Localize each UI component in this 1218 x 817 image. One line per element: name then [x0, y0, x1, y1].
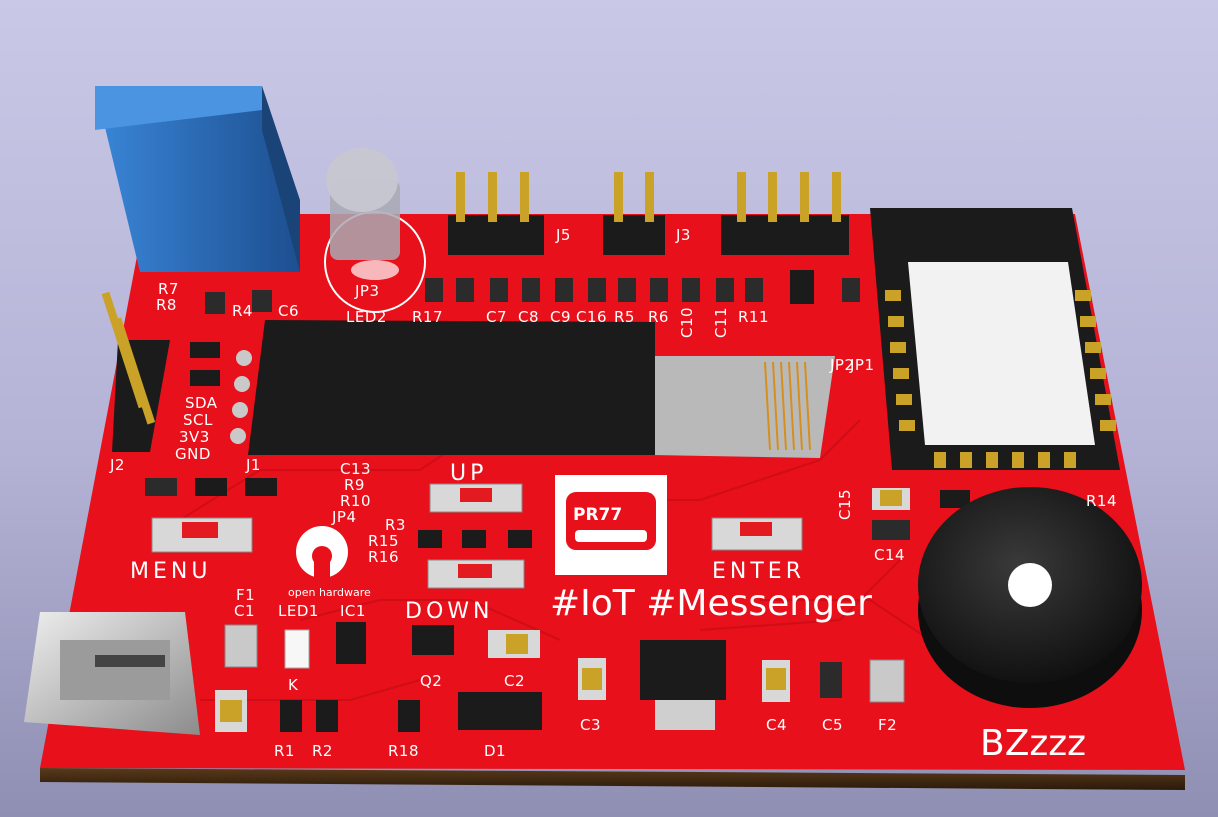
silk-enter: ENTER [712, 559, 805, 584]
refdes-jp1: JP1 [849, 356, 875, 374]
refdes-jp3: JP3 [354, 282, 380, 300]
i2c-scl: SCL [183, 411, 213, 429]
refdes-f1: F1 [236, 586, 255, 604]
refdes-r11: R11 [738, 308, 769, 326]
pr77-logo-text: PR77 [573, 505, 622, 525]
hashtag-label: #IoT #Messenger [550, 583, 872, 624]
refdes-c3: C3 [580, 716, 601, 734]
pr77-logo [555, 475, 667, 575]
refdes-c10: C10 [678, 307, 696, 338]
header-j5 [448, 172, 544, 255]
header-j2 [101, 291, 170, 452]
refdes-j5: J5 [555, 226, 571, 244]
refdes-k: K [288, 676, 299, 694]
led2-component [324, 148, 426, 313]
buzzer-component [918, 487, 1142, 708]
lcd-display [248, 320, 835, 458]
refdes-r5: R5 [614, 308, 635, 326]
refdes-led1: LED1 [278, 602, 319, 620]
j1-pads [230, 350, 252, 444]
refdes-c9: C9 [550, 308, 571, 326]
refdes-r1: R1 [274, 742, 295, 760]
refdes-jp4: JP4 [331, 508, 357, 526]
refdes-c11: C11 [712, 307, 730, 338]
refdes-r7: R7 [158, 280, 179, 298]
refdes-r18: R18 [388, 742, 419, 760]
smd-passive-row [205, 278, 860, 314]
wifi-module [870, 208, 1120, 470]
oshw-gear-icon [296, 526, 348, 580]
refdes-led2: LED2 [346, 308, 387, 326]
header-j4 [721, 172, 849, 255]
button-enter-switch[interactable] [711, 517, 803, 551]
refdes-d1: D1 [484, 742, 506, 760]
blue-sensor-module [95, 86, 300, 272]
i2c-sda: SDA [185, 394, 218, 412]
usb-connector [24, 612, 200, 735]
refdes-ic1: IC1 [340, 602, 366, 620]
refdes-q2: Q2 [420, 672, 442, 690]
silk-down: DOWN [405, 599, 493, 624]
q1-transistor [790, 270, 814, 304]
refdes-c1: C1 [234, 602, 255, 620]
refdes-r10: R10 [340, 492, 371, 510]
i2c-gnd: GND [175, 445, 211, 463]
silk-menu: MENU [130, 559, 211, 584]
buzzer-label: BZzzz [980, 723, 1086, 764]
refdes-j2: J2 [109, 456, 125, 474]
refdes-jp2: JP2 [829, 356, 855, 374]
refdes-r4: R4 [232, 302, 253, 320]
refdes-c13: C13 [340, 460, 371, 478]
refdes-c2: C2 [504, 672, 525, 690]
refdes-r15: R15 [368, 532, 399, 550]
button-menu-switch[interactable] [151, 517, 253, 553]
lower-smd-parts [145, 342, 970, 732]
button-down-switch[interactable] [427, 559, 525, 589]
refdes-f2: F2 [878, 716, 897, 734]
refdes-r8: R8 [156, 296, 177, 314]
refdes-c8: C8 [518, 308, 539, 326]
refdes-c16: C16 [576, 308, 607, 326]
refdes-c6: C6 [278, 302, 299, 320]
refdes-j3: J3 [675, 226, 691, 244]
i2c-3v3: 3V3 [179, 428, 210, 446]
header-j3 [603, 172, 665, 255]
pcb-edge [40, 768, 1185, 790]
refdes-r9: R9 [344, 476, 365, 494]
refdes-c7: C7 [486, 308, 507, 326]
refdes-c15: C15 [836, 489, 854, 520]
oshw-label: open hardware [288, 586, 371, 599]
button-up-switch[interactable] [429, 483, 523, 513]
refdes-r6: R6 [648, 308, 669, 326]
refdes-r17: R17 [412, 308, 443, 326]
refdes-j1: J1 [245, 456, 261, 474]
refdes-labels: J1 J2 J3 J5 JP3 JP4 JP1 JP2 R7 R8 R4 C6 … [109, 226, 1117, 760]
refdes-c14: C14 [874, 546, 905, 564]
refdes-c4: C4 [766, 716, 787, 734]
refdes-r14: R14 [1086, 492, 1117, 510]
silk-up: UP [450, 461, 487, 486]
refdes-c5: C5 [822, 716, 843, 734]
refdes-r16: R16 [368, 548, 399, 566]
refdes-r3: R3 [385, 516, 406, 534]
refdes-r2: R2 [312, 742, 333, 760]
